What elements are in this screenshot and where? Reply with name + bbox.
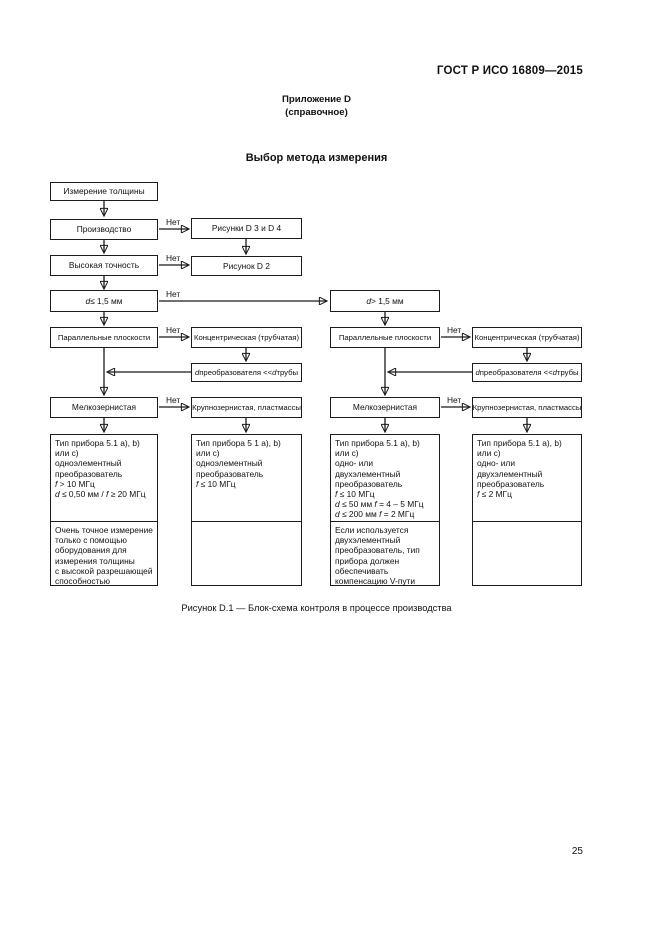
flow-arrows	[104, 201, 527, 431]
flow-node-measure: Измерение толщины	[50, 182, 158, 201]
document-header: ГОСТ Р ИСО 16809—2015	[436, 65, 583, 77]
appendix-subtitle: (справочное)	[285, 107, 348, 118]
flow-node-concentric-right: Концентрическая (трубчатая)	[472, 327, 582, 348]
flow-node-coarse-grained-right: Крупнозернистая, пластмассы	[472, 397, 582, 418]
flow-node-d-le-1-5: d ≤ 1,5 мм	[50, 290, 158, 312]
flow-node-figures-d3-d4: Рисунки D 3 и D 4	[191, 218, 302, 239]
detail-box-2-instrument: Тип прибора 5 1 a), b)или c)одноэлементн…	[196, 438, 281, 489]
flow-node-transducer-dia-right: d преобразователя << d трубы	[472, 363, 582, 382]
detail-box-2-note	[192, 521, 301, 585]
flow-node-d-gt-1-5: d > 1,5 мм	[330, 290, 440, 312]
detail-box-1: Тип прибора 5.1 a), b)или c)одноэлементн…	[50, 434, 158, 586]
figure-caption: Рисунок D.1 — Блок-схема контроля в проц…	[181, 603, 452, 613]
flow-node-production: Производство	[50, 219, 158, 240]
branch-label-no: Нет	[166, 395, 181, 405]
branch-label-no: Нет	[166, 289, 181, 299]
appendix-title: Приложение D	[282, 94, 351, 105]
flow-node-transducer-dia-left: d преобразователя << d трубы	[191, 363, 302, 382]
flow-node-fine-grained-right: Мелкозернистая	[330, 397, 440, 418]
section-title: Выбор метода измерения	[245, 152, 388, 164]
branch-label-no: Нет	[447, 325, 462, 335]
detail-box-1-instrument: Тип прибора 5.1 a), b)или c)одноэлементн…	[55, 438, 146, 500]
branch-label-no: Нет	[166, 253, 181, 263]
branch-label-no: Нет	[166, 325, 181, 335]
flow-node-parallel-right: Параллельные плоскости	[330, 327, 440, 348]
flow-node-high-accuracy: Высокая точность	[50, 255, 158, 276]
flow-node-fine-grained-left: Мелкозернистая	[50, 397, 158, 418]
detail-box-2: Тип прибора 5 1 a), b)или c)одноэлементн…	[191, 434, 302, 586]
branch-label-no: Нет	[166, 217, 181, 227]
detail-box-4-note	[473, 521, 581, 585]
flow-node-coarse-grained-left: Крупнозернистая, пластмассы	[191, 397, 302, 418]
flow-node-concentric-left: Концентрическая (трубчатая)	[191, 327, 302, 348]
flow-node-figure-d2: Рисунок D 2	[191, 256, 302, 276]
page-number: 25	[571, 846, 583, 857]
branch-label-no: Нет	[447, 395, 462, 405]
flow-node-parallel-left: Параллельные плоскости	[50, 327, 158, 348]
